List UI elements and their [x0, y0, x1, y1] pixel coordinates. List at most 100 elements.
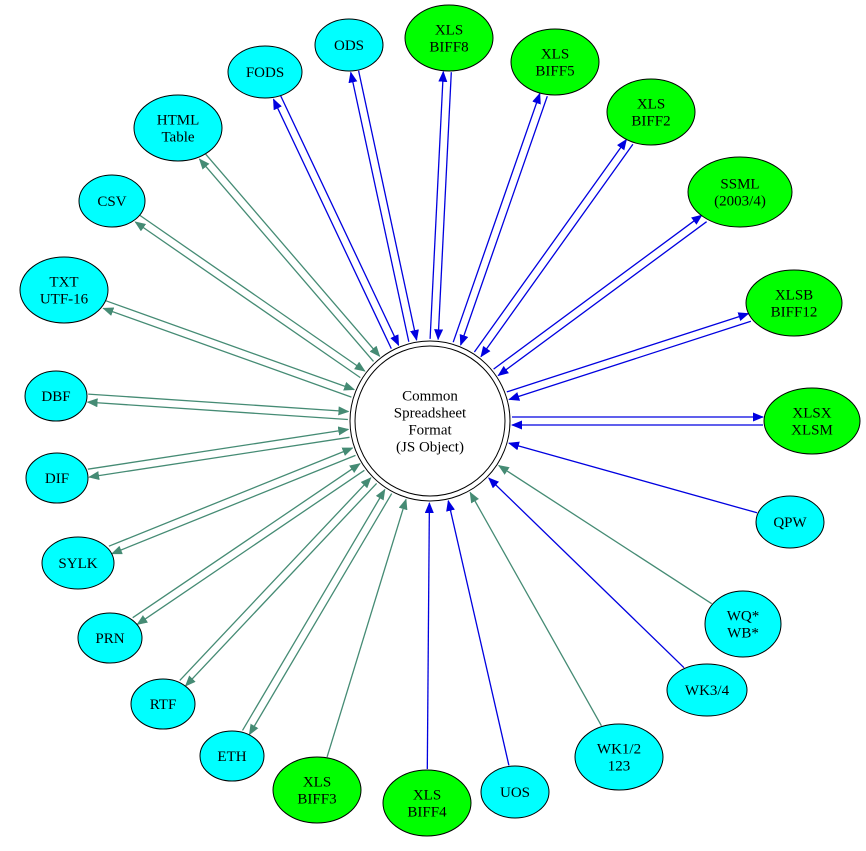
node-label-txt-utf16: TXT: [49, 275, 78, 291]
center-label-line: (JS Object): [396, 440, 464, 456]
node-label-qpw: QPW: [773, 515, 807, 531]
edge-write-sylk: [110, 454, 356, 555]
edge-write-ods: [348, 71, 410, 342]
node-dif: DIF: [25, 452, 89, 504]
edge-read-xls-biff4: [424, 502, 434, 770]
edge-write-ssml: [493, 214, 703, 370]
node-shape-sylk: [41, 536, 115, 590]
node-label-html-table: Table: [161, 130, 194, 146]
node-label-xls-biff8: BIFF8: [429, 40, 468, 56]
edge-read-html-table: [205, 153, 381, 357]
node-shape-wq-wb: [704, 590, 782, 658]
edges: [86, 70, 764, 770]
edge-read-xls-biff2: [480, 143, 634, 358]
edge-write-xls-biff5: [452, 92, 541, 343]
center-label-line: Spreadsheet: [394, 406, 467, 422]
node-shape-txt-utf16: [19, 256, 109, 324]
edge-write-xls-biff2: [473, 138, 627, 353]
node-label-xls-biff4: BIFF4: [407, 805, 447, 821]
node-shape-uos: [480, 765, 550, 819]
node-label-html-table: HTML: [157, 113, 200, 129]
node-wq-wb: WQ*WB*: [704, 590, 782, 658]
node-label-sylk: SYLK: [58, 556, 97, 572]
node-shape-html-table: [133, 94, 223, 162]
node-label-rtf: RTF: [150, 697, 177, 713]
node-ods: ODS: [314, 18, 384, 72]
node-label-ssml: SSML: [720, 177, 759, 193]
node-uos: UOS: [480, 765, 550, 819]
node-label-xlsx: XLSX: [792, 406, 831, 422]
node-shape-dif: [25, 452, 89, 504]
edge-write-fods: [272, 98, 392, 349]
edge-read-txt-utf16: [105, 300, 356, 391]
node-label-fods: FODS: [246, 65, 284, 81]
edge-write-dif: [88, 436, 350, 481]
node-label-uos: UOS: [500, 785, 530, 801]
edge-read-xls-biff5: [459, 95, 548, 346]
node-label-xls-biff5: XLS: [541, 47, 569, 63]
edge-read-dif: [87, 426, 350, 470]
node-shape-fods: [227, 45, 303, 99]
node-label-xls-biff8: XLS: [435, 23, 463, 39]
edge-read-wq-wb: [497, 465, 713, 605]
node-shape-xls-biff4: [382, 769, 472, 837]
node-label-txt-utf16: UTF-16: [40, 292, 89, 308]
edge-write-eth: [248, 493, 393, 736]
node-qpw: QPW: [755, 495, 825, 549]
node-eth: ETH: [199, 730, 265, 782]
node-shape-wk34: [666, 663, 748, 717]
edge-read-xls-biff8: [434, 72, 452, 341]
node-shape-csv: [78, 174, 146, 228]
edge-write-xls-biff8: [429, 70, 448, 339]
edge-read-prn: [132, 463, 361, 619]
node-shape-xls-biff5: [510, 28, 600, 96]
edge-read-sylk: [108, 447, 354, 547]
node-label-ods: ODS: [334, 38, 364, 54]
node-shape-qpw: [755, 495, 825, 549]
edge-write-html-table: [198, 158, 374, 362]
node-label-wq-wb: WQ*: [727, 609, 760, 625]
edge-write-csv: [134, 221, 361, 379]
node-label-xlsb: BIFF12: [771, 305, 818, 321]
edge-read-qpw: [508, 441, 758, 514]
node-label-prn: PRN: [95, 631, 124, 647]
edge-read-wk12-123: [469, 491, 602, 727]
node-label-xls-biff2: BIFF2: [631, 114, 670, 130]
node-label-wk12-123: 123: [608, 759, 631, 775]
node-label-xlsx: XLSM: [791, 423, 833, 439]
node-label-xls-biff5: BIFF5: [535, 64, 574, 80]
node-shape-rtf: [130, 678, 196, 730]
node-shape-wk12-123: [574, 723, 664, 791]
node-shape-ssml: [687, 156, 793, 228]
node-shape-ods: [314, 18, 384, 72]
node-shape-eth: [199, 730, 265, 782]
node-wk34: WK3/4: [666, 663, 748, 717]
node-dbf: DBF: [24, 370, 88, 422]
node-label-csv: CSV: [97, 194, 126, 210]
edge-read-ods: [357, 70, 419, 341]
node-label-wq-wb: WB*: [727, 626, 759, 642]
node-rtf: RTF: [130, 678, 196, 730]
center-inner-circle: [354, 345, 506, 497]
node-shape-xlsb: [745, 269, 843, 337]
center-label-line: Common: [402, 389, 458, 405]
edge-read-dbf: [88, 393, 350, 416]
edge-read-xls-biff3: [326, 498, 408, 758]
edge-read-fods: [280, 95, 400, 347]
edge-read-wk34: [488, 477, 685, 669]
edge-read-rtf: [179, 477, 372, 681]
edge-write-dbf: [86, 398, 348, 421]
node-label-dbf: DBF: [41, 389, 70, 405]
node-prn: PRN: [77, 612, 143, 664]
edge-write-prn: [136, 469, 365, 625]
